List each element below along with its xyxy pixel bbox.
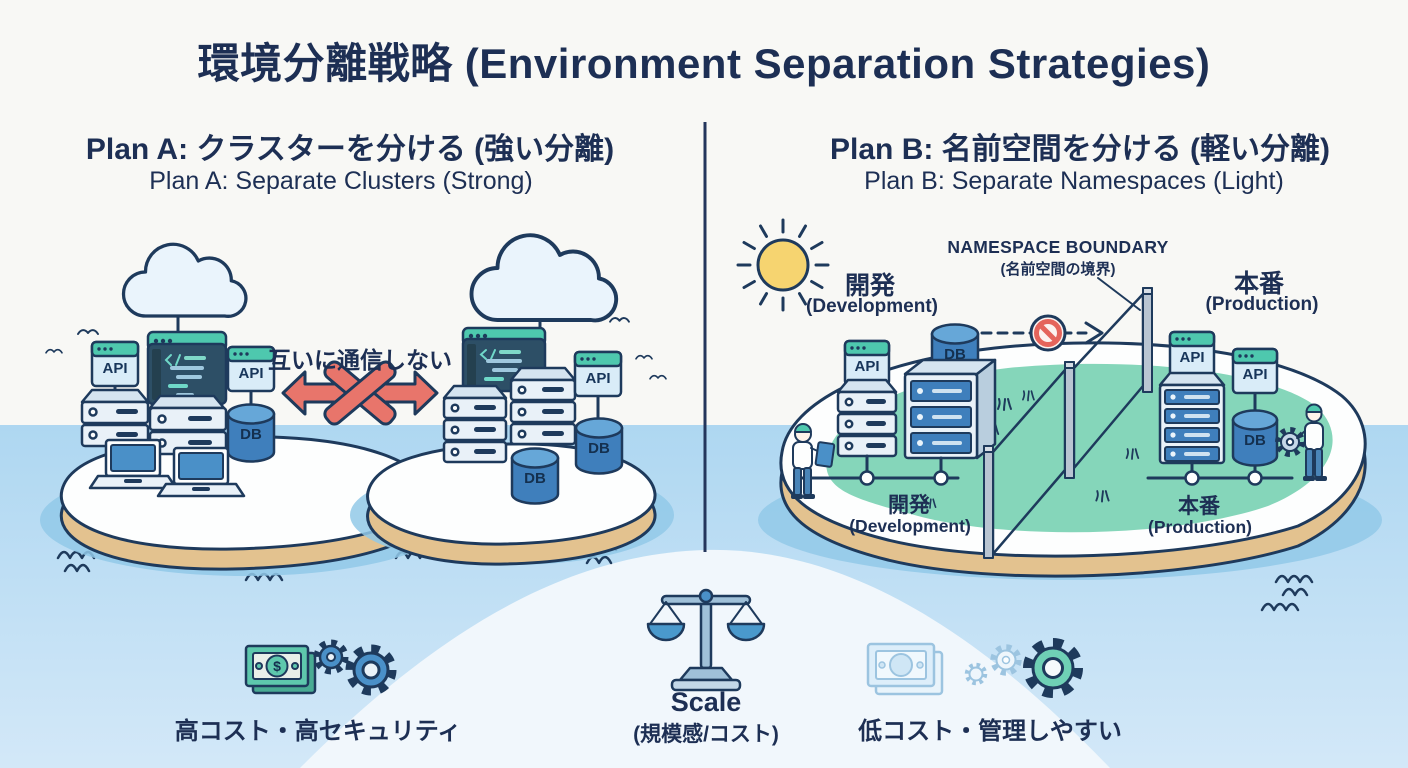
api-label: API: [1242, 366, 1268, 383]
plan-a-island-1: [40, 242, 450, 576]
cloud-icon: [469, 233, 619, 332]
development-label-bottom-en: (Development): [849, 516, 971, 536]
scale-sublabel: (規模感/コスト): [633, 723, 779, 746]
database-icon: [510, 447, 560, 505]
network-line: [1146, 461, 1294, 486]
plan-a-title: Plan A: クラスターを分ける (強い分離): [85, 133, 615, 166]
server-stack-icon: [836, 378, 898, 458]
api-window-icon: [226, 345, 276, 408]
api-window-icon: [843, 339, 891, 394]
database-icon: [574, 417, 624, 475]
development-label-top-jp: 開発: [844, 272, 896, 300]
api-label: API: [1179, 349, 1205, 366]
balance-scale-icon: [646, 588, 766, 692]
worker-operator-icon: [1275, 403, 1327, 481]
namespace-boundary-label-jp: (名前空間の境界): [1000, 261, 1116, 278]
namespace-boundary-fence: [983, 277, 1153, 559]
api-window-icon: [573, 350, 623, 422]
money-bill-icon: [244, 644, 317, 695]
api-label: API: [102, 360, 128, 377]
development-label-top-en: (Development): [806, 296, 938, 317]
api-window-icon: [90, 340, 140, 400]
api-label: API: [238, 365, 264, 382]
server-rack-icon: [903, 358, 997, 460]
plan-a-subtitle: Plan A: Separate Clusters (Strong): [149, 167, 533, 195]
server-stack-icon: [442, 384, 508, 464]
db-label: DB: [588, 440, 610, 457]
no-communication-label: 互いに通信しない: [268, 347, 452, 373]
plan-b-title: Plan B: 名前空間を分ける (軽い分離): [830, 133, 1330, 166]
code-editor-icon: [146, 330, 228, 406]
plan-b-subtitle: Plan B: Separate Namespaces (Light): [864, 167, 1284, 195]
db-label: DB: [944, 346, 966, 363]
database-icon: [1231, 409, 1279, 467]
api-window-icon: [1168, 330, 1216, 385]
scale-label: Scale: [670, 687, 742, 717]
crossed-double-arrow-icon: [281, 360, 439, 426]
db-label: DB: [524, 470, 546, 487]
development-label-bottom-jp: 開発: [888, 494, 930, 517]
plan-b-island: [758, 277, 1382, 580]
server-rack-icon: [1158, 371, 1226, 465]
db-label: DB: [240, 426, 262, 443]
plan-a-tradeoff-label: 高コスト・高セキュリティ: [174, 718, 462, 745]
dollar-sign-label: $: [273, 658, 281, 674]
server-stack-icon: [148, 394, 228, 456]
production-label-top-jp: 本番: [1233, 270, 1285, 298]
gear-teal-icon: [964, 638, 1083, 698]
gears-icon: [313, 639, 397, 696]
sun-icon: [736, 218, 830, 312]
page-title: 環境分離戦略 (Environment Separation Strategie…: [197, 40, 1211, 87]
money-bill-faded-icon: [866, 642, 944, 696]
plan-b-tradeoff-label: 低コスト・管理しやすい: [858, 718, 1122, 745]
production-label-bottom-en: (Production): [1147, 517, 1253, 537]
api-label: API: [585, 370, 611, 387]
no-entry-icon: [980, 314, 1104, 352]
cloud-icon: [121, 242, 248, 338]
api-window-icon: [1231, 347, 1279, 413]
production-label-top-en: (Production): [1205, 294, 1319, 315]
worker-developer-icon: [791, 423, 836, 499]
production-label-bottom-jp: 本番: [1178, 495, 1220, 518]
laptop-icon: [88, 438, 178, 490]
laptop-icon: [156, 446, 246, 498]
server-stack-icon: [80, 388, 150, 448]
db-label: DB: [1244, 432, 1266, 449]
server-stack-icon: [509, 366, 577, 446]
namespace-boundary-label-en: NAMESPACE BOUNDARY: [947, 237, 1169, 257]
plan-a-island-2: [350, 233, 674, 566]
network-line: [798, 454, 960, 486]
api-label: API: [854, 358, 880, 375]
